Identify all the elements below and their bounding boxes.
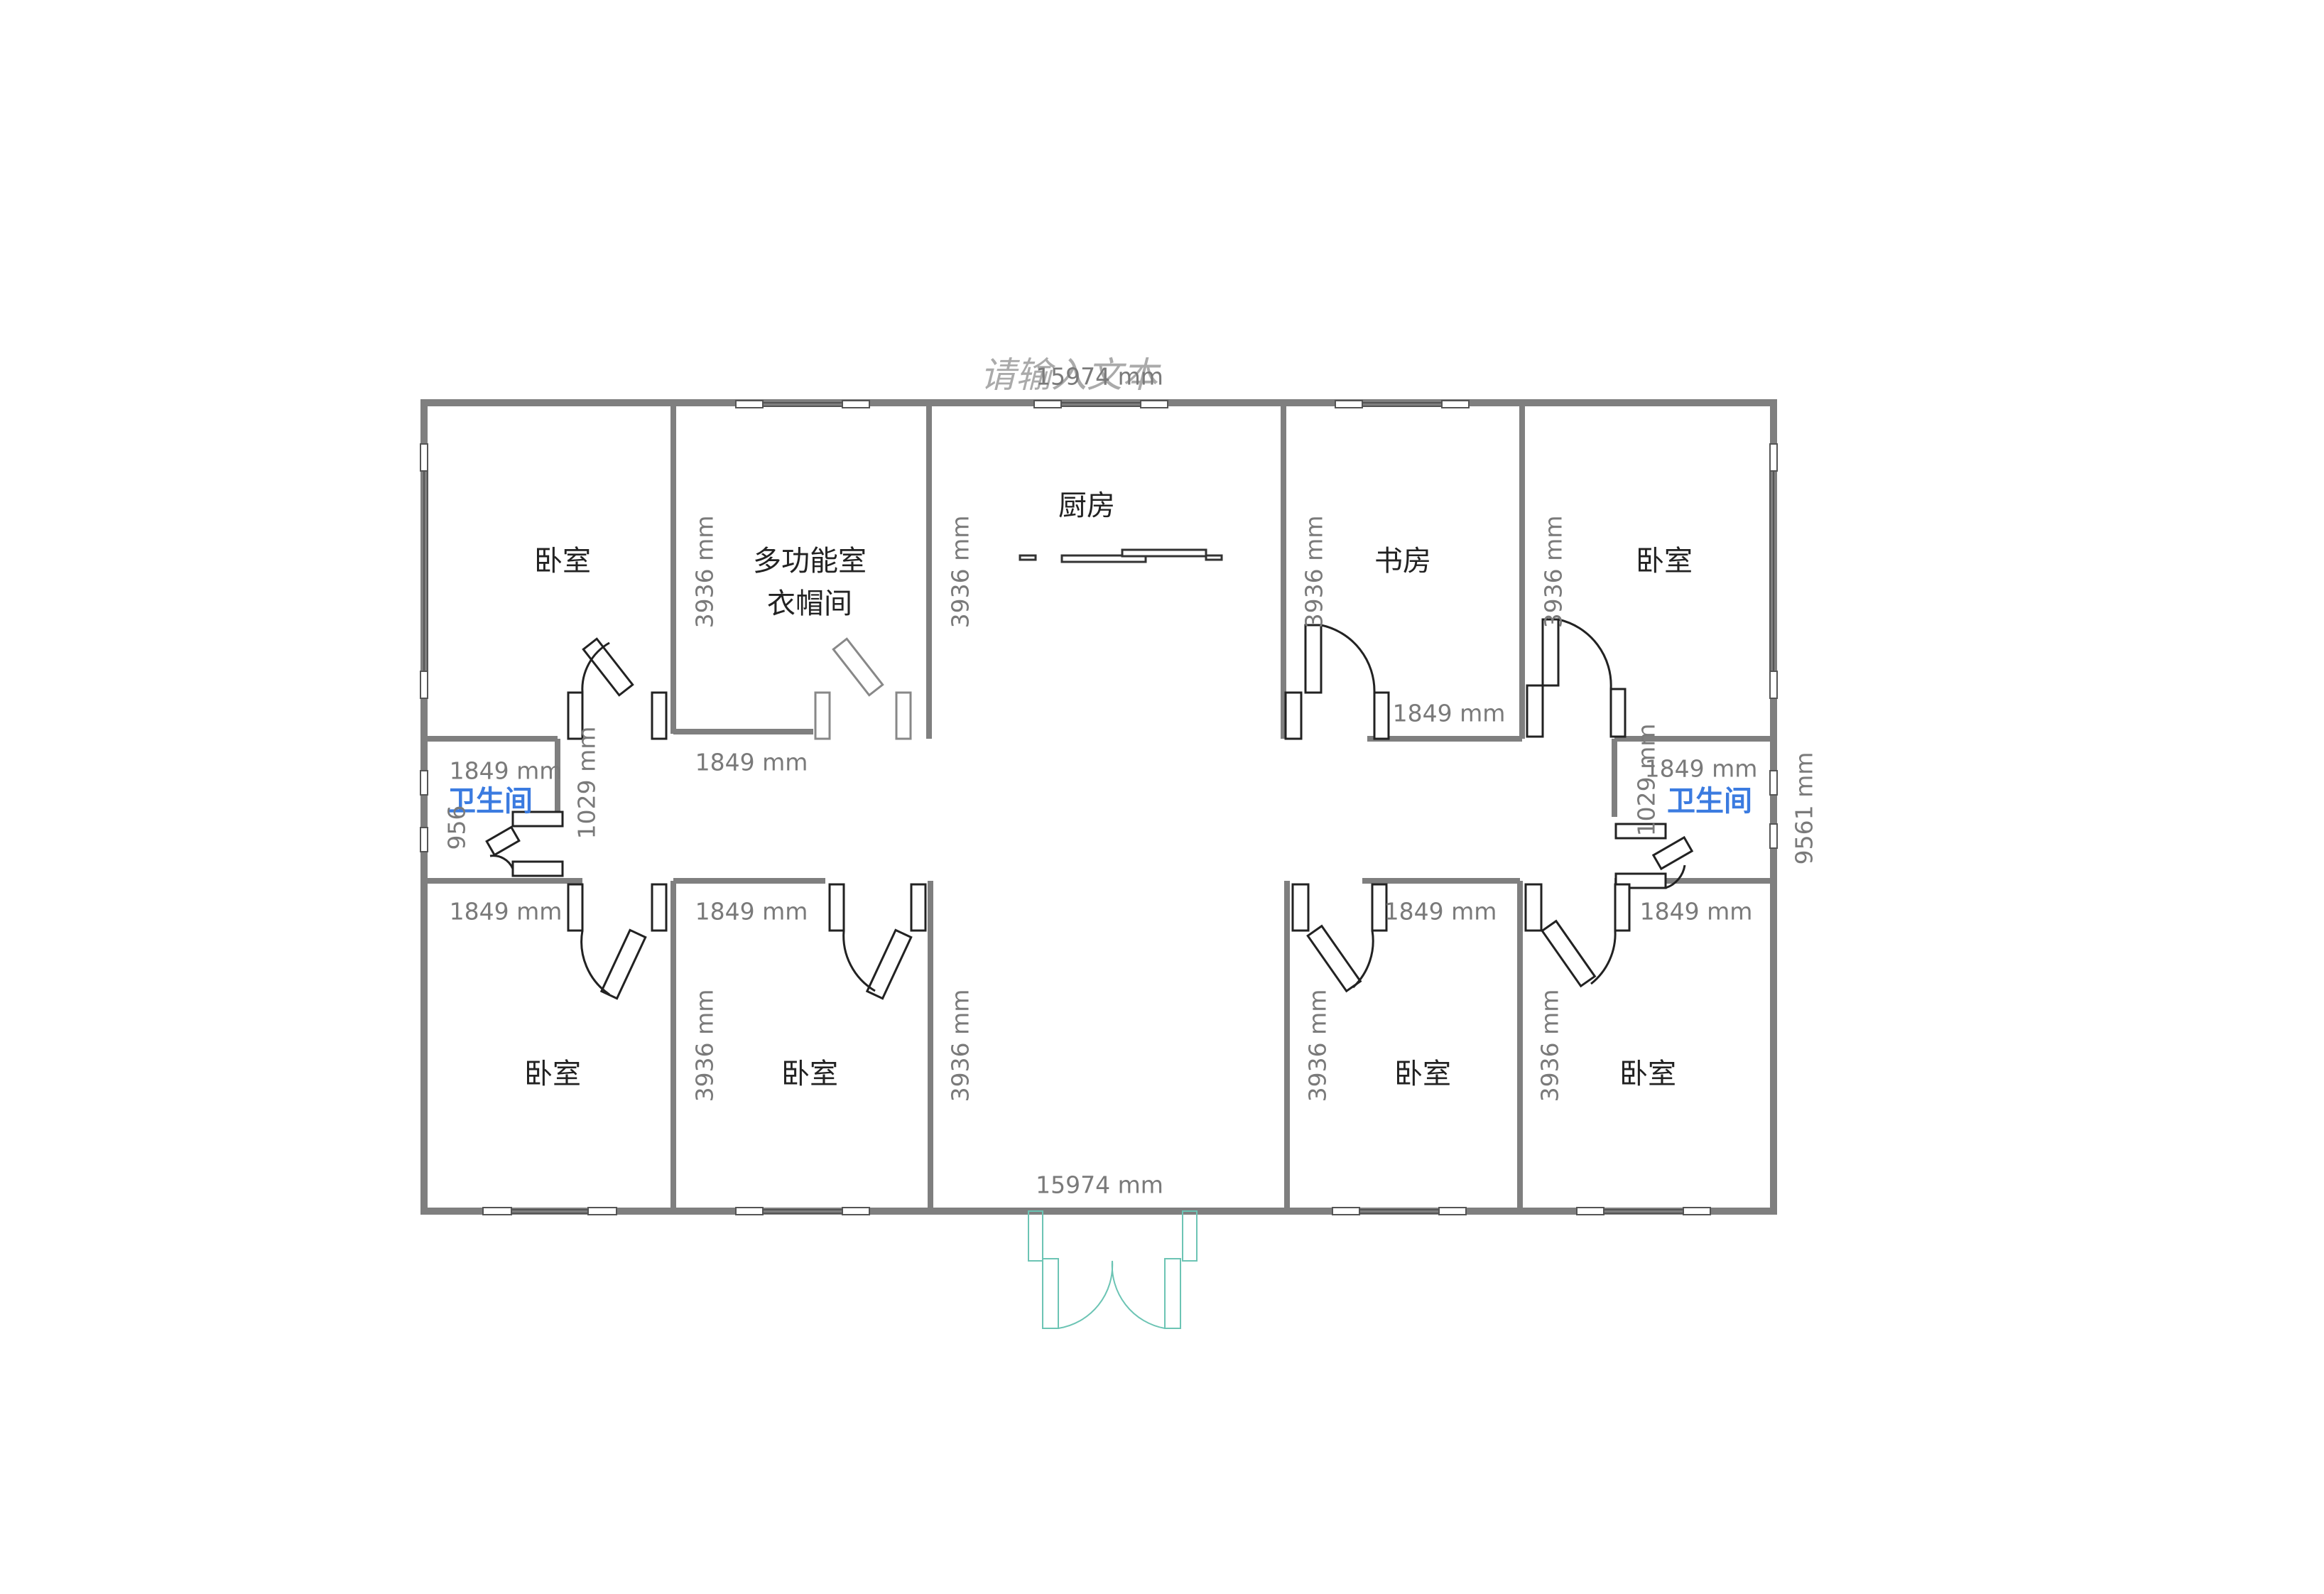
dim-bottom-width: 15974 mm <box>1036 1171 1163 1199</box>
door-bedroom-se2 <box>1524 883 1631 988</box>
room-label-bedroom-sw2: 卧室 <box>781 1058 838 1090</box>
room-label-bedroom-se2: 卧室 <box>1619 1058 1676 1090</box>
dim-right-height: 9561 mm <box>1790 752 1818 865</box>
kitchen-sliding-door <box>1019 548 1223 563</box>
window-left-bedroom <box>420 443 428 699</box>
dim-bath-e-height: 1029 mm <box>1632 723 1661 837</box>
window-bottom-se1 <box>1332 1207 1467 1215</box>
room-label-study: 书房 <box>1374 545 1431 578</box>
windows <box>420 400 1778 1215</box>
door-bedroom-nw <box>567 637 668 740</box>
room-label-bedroom-nw: 卧室 <box>534 545 591 578</box>
door-bedroom-se1 <box>1291 883 1388 993</box>
dim-sw2-height: 3936 mm <box>690 989 719 1102</box>
swing-doors <box>485 618 1694 1000</box>
entrance-door <box>1028 1210 1198 1329</box>
dim-kitchen-left-height: 3936 mm <box>946 515 974 629</box>
dim-study-height: 3936 mm <box>1300 515 1328 629</box>
dim-study-bottom-width: 1849 mm <box>1392 699 1506 727</box>
window-bottom-se2 <box>1576 1207 1711 1215</box>
dim-bath-w-height: 1029 mm <box>572 726 601 840</box>
door-study <box>1284 624 1390 740</box>
window-top-study <box>1335 400 1470 408</box>
dim-bath-e-width: 1849 mm <box>1644 754 1758 783</box>
room-label-bedroom-se1: 卧室 <box>1394 1058 1451 1090</box>
dim-se1-height: 3936 mm <box>1303 989 1332 1102</box>
dim-sw2-width: 1849 mm <box>695 897 808 926</box>
door-bedroom-sw2 <box>828 883 927 1000</box>
dim-bath-w-width: 1849 mm <box>449 757 563 785</box>
dim-sw1-width: 1849 mm <box>449 897 563 926</box>
door-bedroom-sw1 <box>567 883 668 1000</box>
dim-se2-height: 3936 mm <box>1536 989 1564 1102</box>
door-bathroom-e <box>1614 823 1694 889</box>
window-top-kitchen <box>1033 400 1168 408</box>
door-bathroom-w <box>485 810 564 877</box>
room-label-multi-function: 多功能室 <box>753 545 867 578</box>
room-label-cloakroom: 衣帽间 <box>767 587 852 620</box>
dim-multi-bottom-width: 1849 mm <box>695 748 808 776</box>
room-label-bedroom-ne: 卧室 <box>1636 545 1693 578</box>
room-label-bathroom-w: 卫生间 <box>447 785 533 818</box>
placeholder-text[interactable]: 请输入文本 <box>980 354 1158 396</box>
dim-bedroom-ne-height: 3936 mm <box>1539 515 1568 629</box>
dim-multi-height: 3936 mm <box>690 515 719 629</box>
outer-walls <box>420 399 1777 1215</box>
door-cloakroom <box>814 637 912 740</box>
window-top-multi <box>735 400 870 408</box>
dim-hall-left-height: 3936 mm <box>946 989 974 1102</box>
window-right-bath <box>1769 770 1778 849</box>
window-left-bath <box>420 770 428 852</box>
interior-walls <box>424 403 1774 1211</box>
dim-se1-width: 1849 mm <box>1384 897 1497 926</box>
dim-se2-width: 1849 mm <box>1639 897 1753 926</box>
dim-left-height-partial: 956 <box>442 805 471 850</box>
window-bottom-sw1 <box>482 1207 617 1215</box>
door-bedroom-ne <box>1526 618 1627 738</box>
window-bottom-sw2 <box>735 1207 870 1215</box>
room-label-bedroom-sw1: 卧室 <box>524 1058 581 1090</box>
window-right-bedroom <box>1769 443 1778 699</box>
room-label-kitchen: 厨房 <box>1058 489 1115 522</box>
room-label-bathroom-e: 卫生间 <box>1667 785 1752 818</box>
dim-top-width: 15974 mm <box>1036 362 1163 391</box>
